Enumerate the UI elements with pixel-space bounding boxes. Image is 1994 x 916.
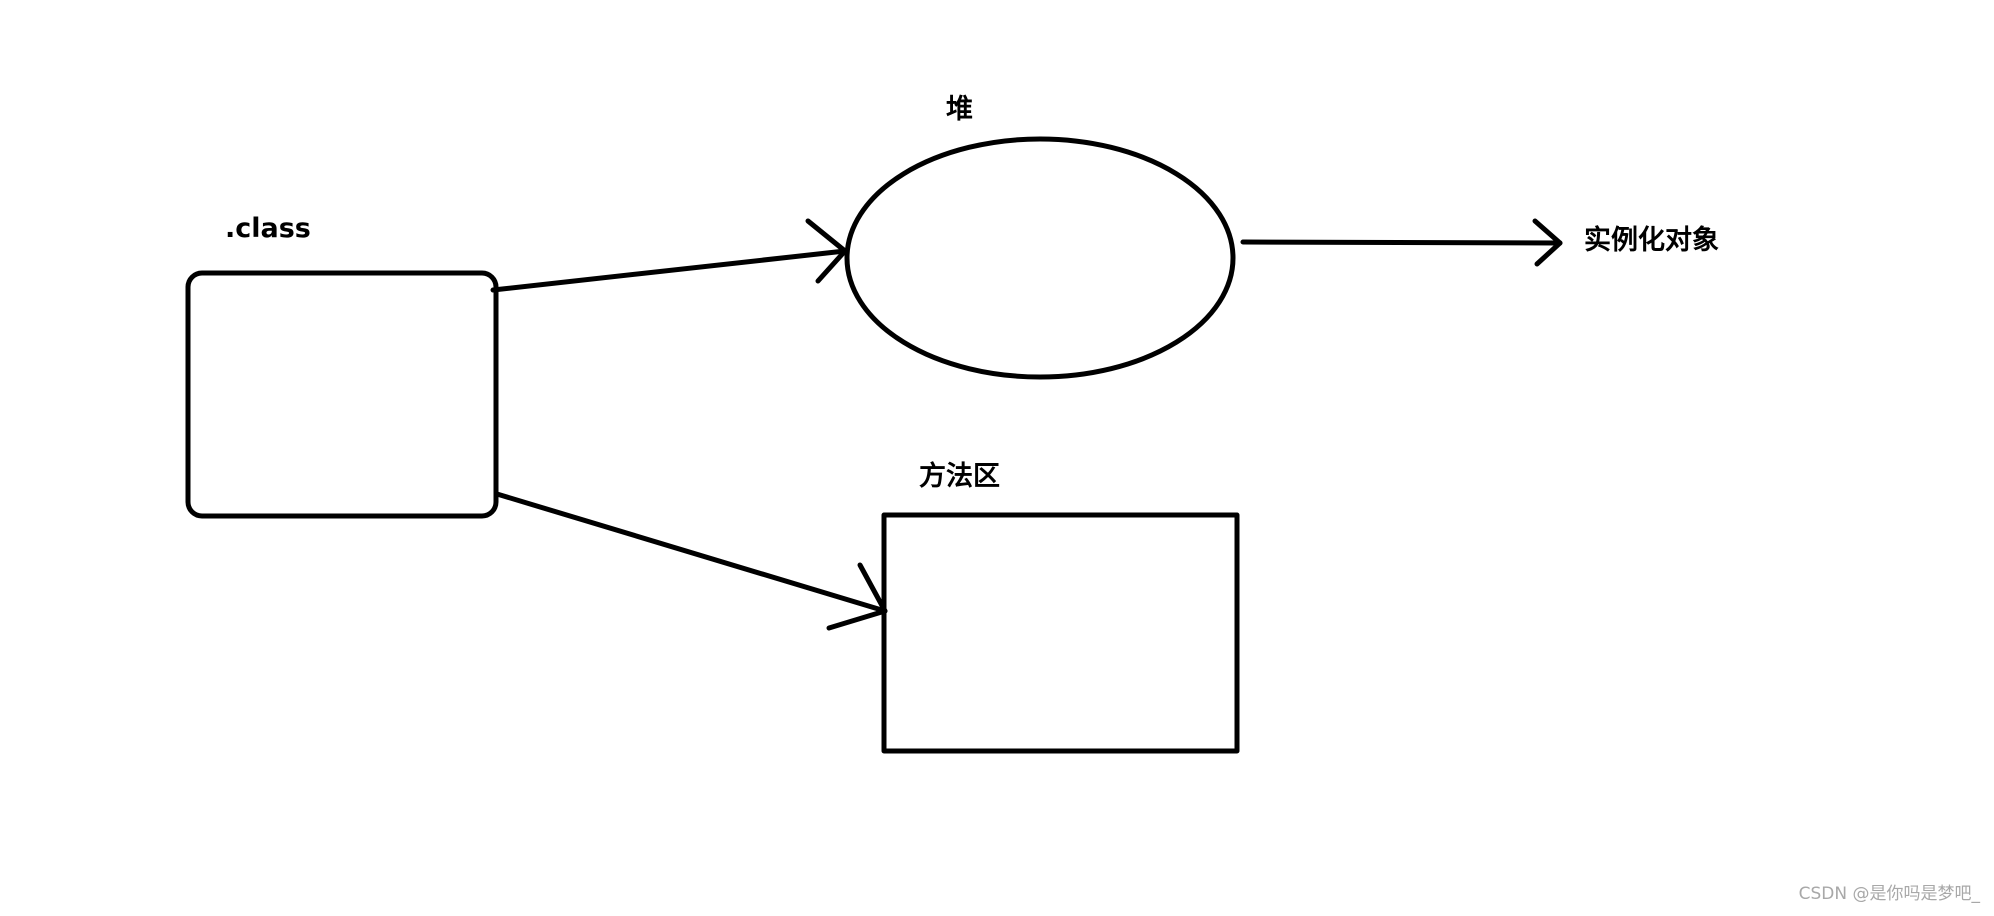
method-area-node-label: 方法区 bbox=[919, 461, 1000, 492]
heap-node-label: 堆 bbox=[946, 94, 973, 125]
arrow-class-to-method-area bbox=[494, 491, 888, 631]
arrow-heap-to-instance bbox=[1240, 218, 1563, 267]
method-area-node-box bbox=[881, 512, 1240, 754]
instance-object-label: 实例化对象 bbox=[1584, 225, 1719, 256]
heap-node-ellipse bbox=[844, 136, 1236, 380]
class-node-label: .class bbox=[225, 213, 311, 244]
class-node-box bbox=[185, 270, 499, 519]
watermark: CSDN @是你吗是梦吧_ bbox=[1798, 884, 1980, 904]
arrow-class-to-heap bbox=[490, 218, 848, 293]
